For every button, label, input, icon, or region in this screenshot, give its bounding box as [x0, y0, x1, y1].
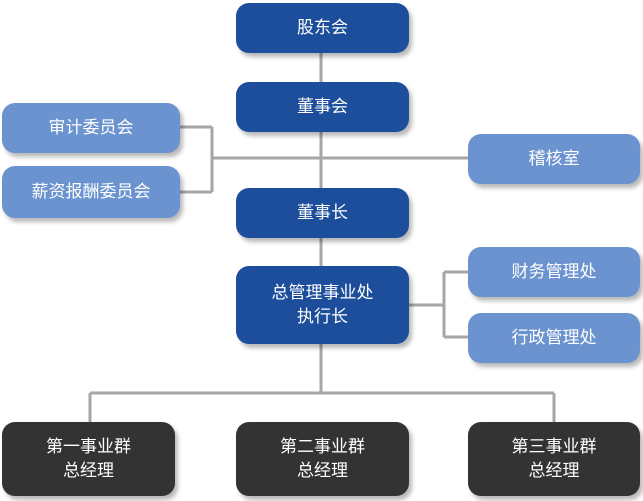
business-group-2-gm-label: 总经理 — [297, 461, 348, 481]
business-group-3-label: 第三事业群 — [511, 437, 597, 457]
business-group-2-label: 第二事业群 — [280, 437, 365, 457]
board-box: 董事会 — [236, 82, 409, 132]
shareholders-label: 股东会 — [297, 18, 348, 38]
business-group-2-box: 第二事业群 总经理 — [236, 422, 409, 496]
general-management-box: 总管理事业处 执行长 — [236, 266, 409, 344]
finance-dept-label: 财务管理处 — [511, 262, 597, 282]
business-group-1-label: 第一事业群 — [46, 437, 131, 457]
shareholders-box: 股东会 — [236, 3, 409, 53]
board-label: 董事会 — [297, 97, 348, 117]
chairman-label: 董事长 — [297, 203, 348, 223]
business-group-1-gm-label: 总经理 — [63, 461, 114, 481]
compensation-committee-label: 薪资报酬委员会 — [31, 182, 151, 202]
general-management-label: 总管理事业处 — [271, 283, 374, 303]
audit-committee-label: 审计委员会 — [48, 118, 134, 138]
chairman-box: 董事长 — [236, 188, 409, 238]
ceo-label: 执行长 — [297, 307, 348, 327]
audit-office-label: 稽核室 — [528, 149, 580, 169]
business-group-3-gm-label: 总经理 — [528, 461, 580, 481]
compensation-committee-box: 薪资报酬委员会 — [2, 166, 180, 218]
audit-office-box: 稽核室 — [468, 134, 640, 184]
business-group-1-box: 第一事业群 总经理 — [2, 422, 175, 496]
business-group-3-box: 第三事业群 总经理 — [468, 422, 640, 496]
finance-dept-box: 财务管理处 — [468, 247, 640, 297]
admin-dept-label: 行政管理处 — [511, 328, 597, 348]
admin-dept-box: 行政管理处 — [468, 313, 640, 363]
audit-committee-box: 审计委员会 — [2, 103, 180, 153]
